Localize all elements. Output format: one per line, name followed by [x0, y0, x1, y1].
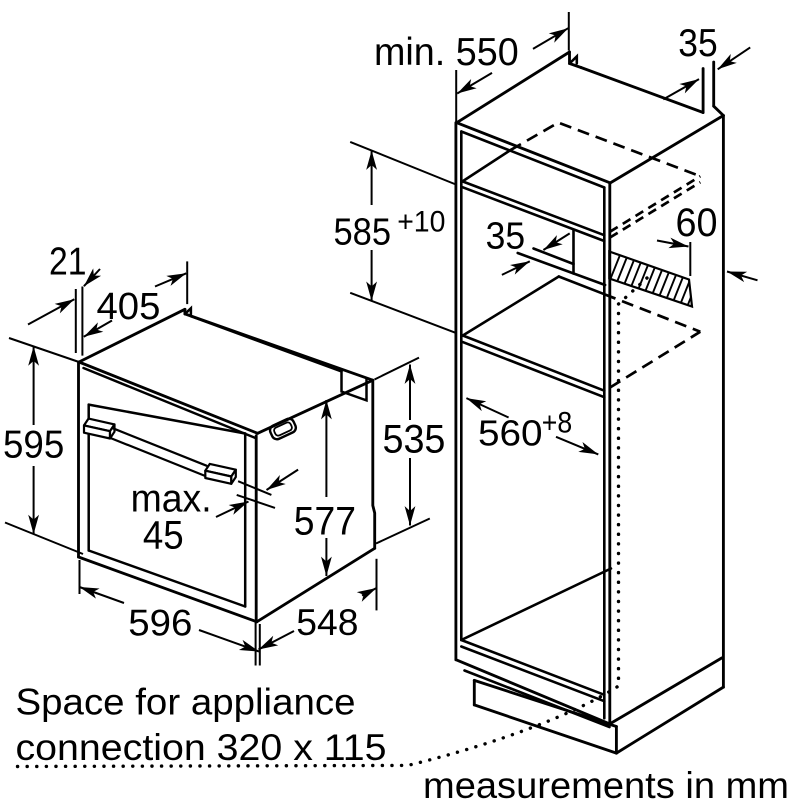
svg-text:measurements in mm: measurements in mm [423, 765, 789, 800]
svg-text:35: 35 [486, 216, 525, 258]
svg-text:535: 535 [383, 418, 446, 462]
svg-text:min. 550: min. 550 [374, 31, 519, 74]
svg-text:connection 320 x 115: connection 320 x 115 [16, 727, 387, 768]
svg-text:596: 596 [128, 601, 192, 643]
svg-text:+8: +8 [542, 406, 572, 439]
svg-text:60: 60 [676, 201, 718, 245]
svg-text:560: 560 [478, 413, 543, 454]
svg-text:21: 21 [49, 240, 87, 283]
svg-text:405: 405 [97, 286, 161, 328]
svg-text:585: 585 [334, 212, 392, 254]
svg-text:548: 548 [296, 601, 358, 643]
svg-text:595: 595 [3, 424, 64, 467]
svg-text:35: 35 [678, 22, 717, 65]
svg-text:Space for appliance: Space for appliance [16, 682, 356, 723]
svg-text:577: 577 [294, 500, 356, 544]
svg-text:+10: +10 [397, 206, 445, 239]
svg-text:45: 45 [143, 513, 184, 557]
svg-text:max.: max. [131, 477, 212, 520]
